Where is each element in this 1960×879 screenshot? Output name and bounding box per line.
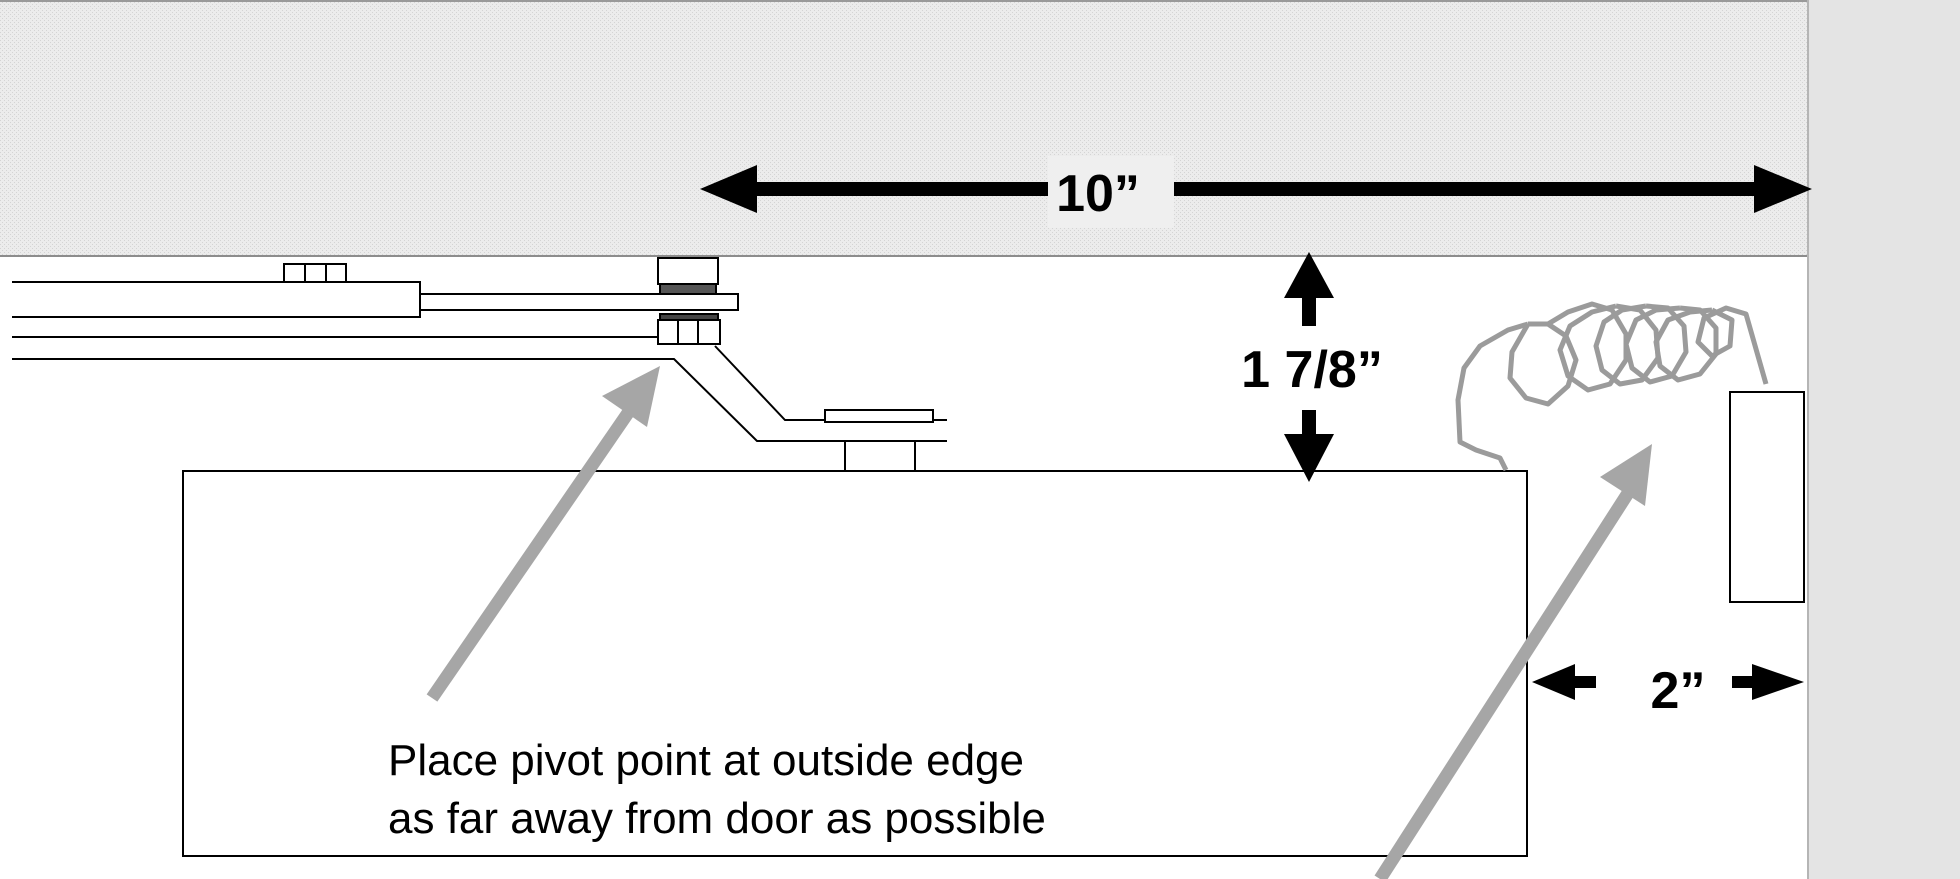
hinge-jamb-block [1729,391,1805,603]
side-panel [1808,0,1960,879]
height-dimension-arrow [1284,252,1334,482]
pivot-instruction-line-1: Place pivot point at outside edge [388,736,1024,785]
width-dimension-label: 10” [1056,165,1140,223]
door-body [182,470,1528,857]
width-dimension-arrow [700,165,1812,213]
closer-arm-assembly [12,257,947,484]
pivot-pointer-arrow [426,366,660,702]
gap-dimension-arrow [1532,664,1804,700]
spring-pointer-arrow [1374,444,1652,879]
height-dimension-label: 1 7/8” [1241,341,1383,399]
pivot-instruction-line-2: as far away from door as possible [388,794,1046,843]
width-label-box [1048,156,1174,228]
spring-coil [1455,301,1769,472]
gap-dimension-label: 2” [1651,662,1706,720]
frame-header-band [0,0,1808,256]
